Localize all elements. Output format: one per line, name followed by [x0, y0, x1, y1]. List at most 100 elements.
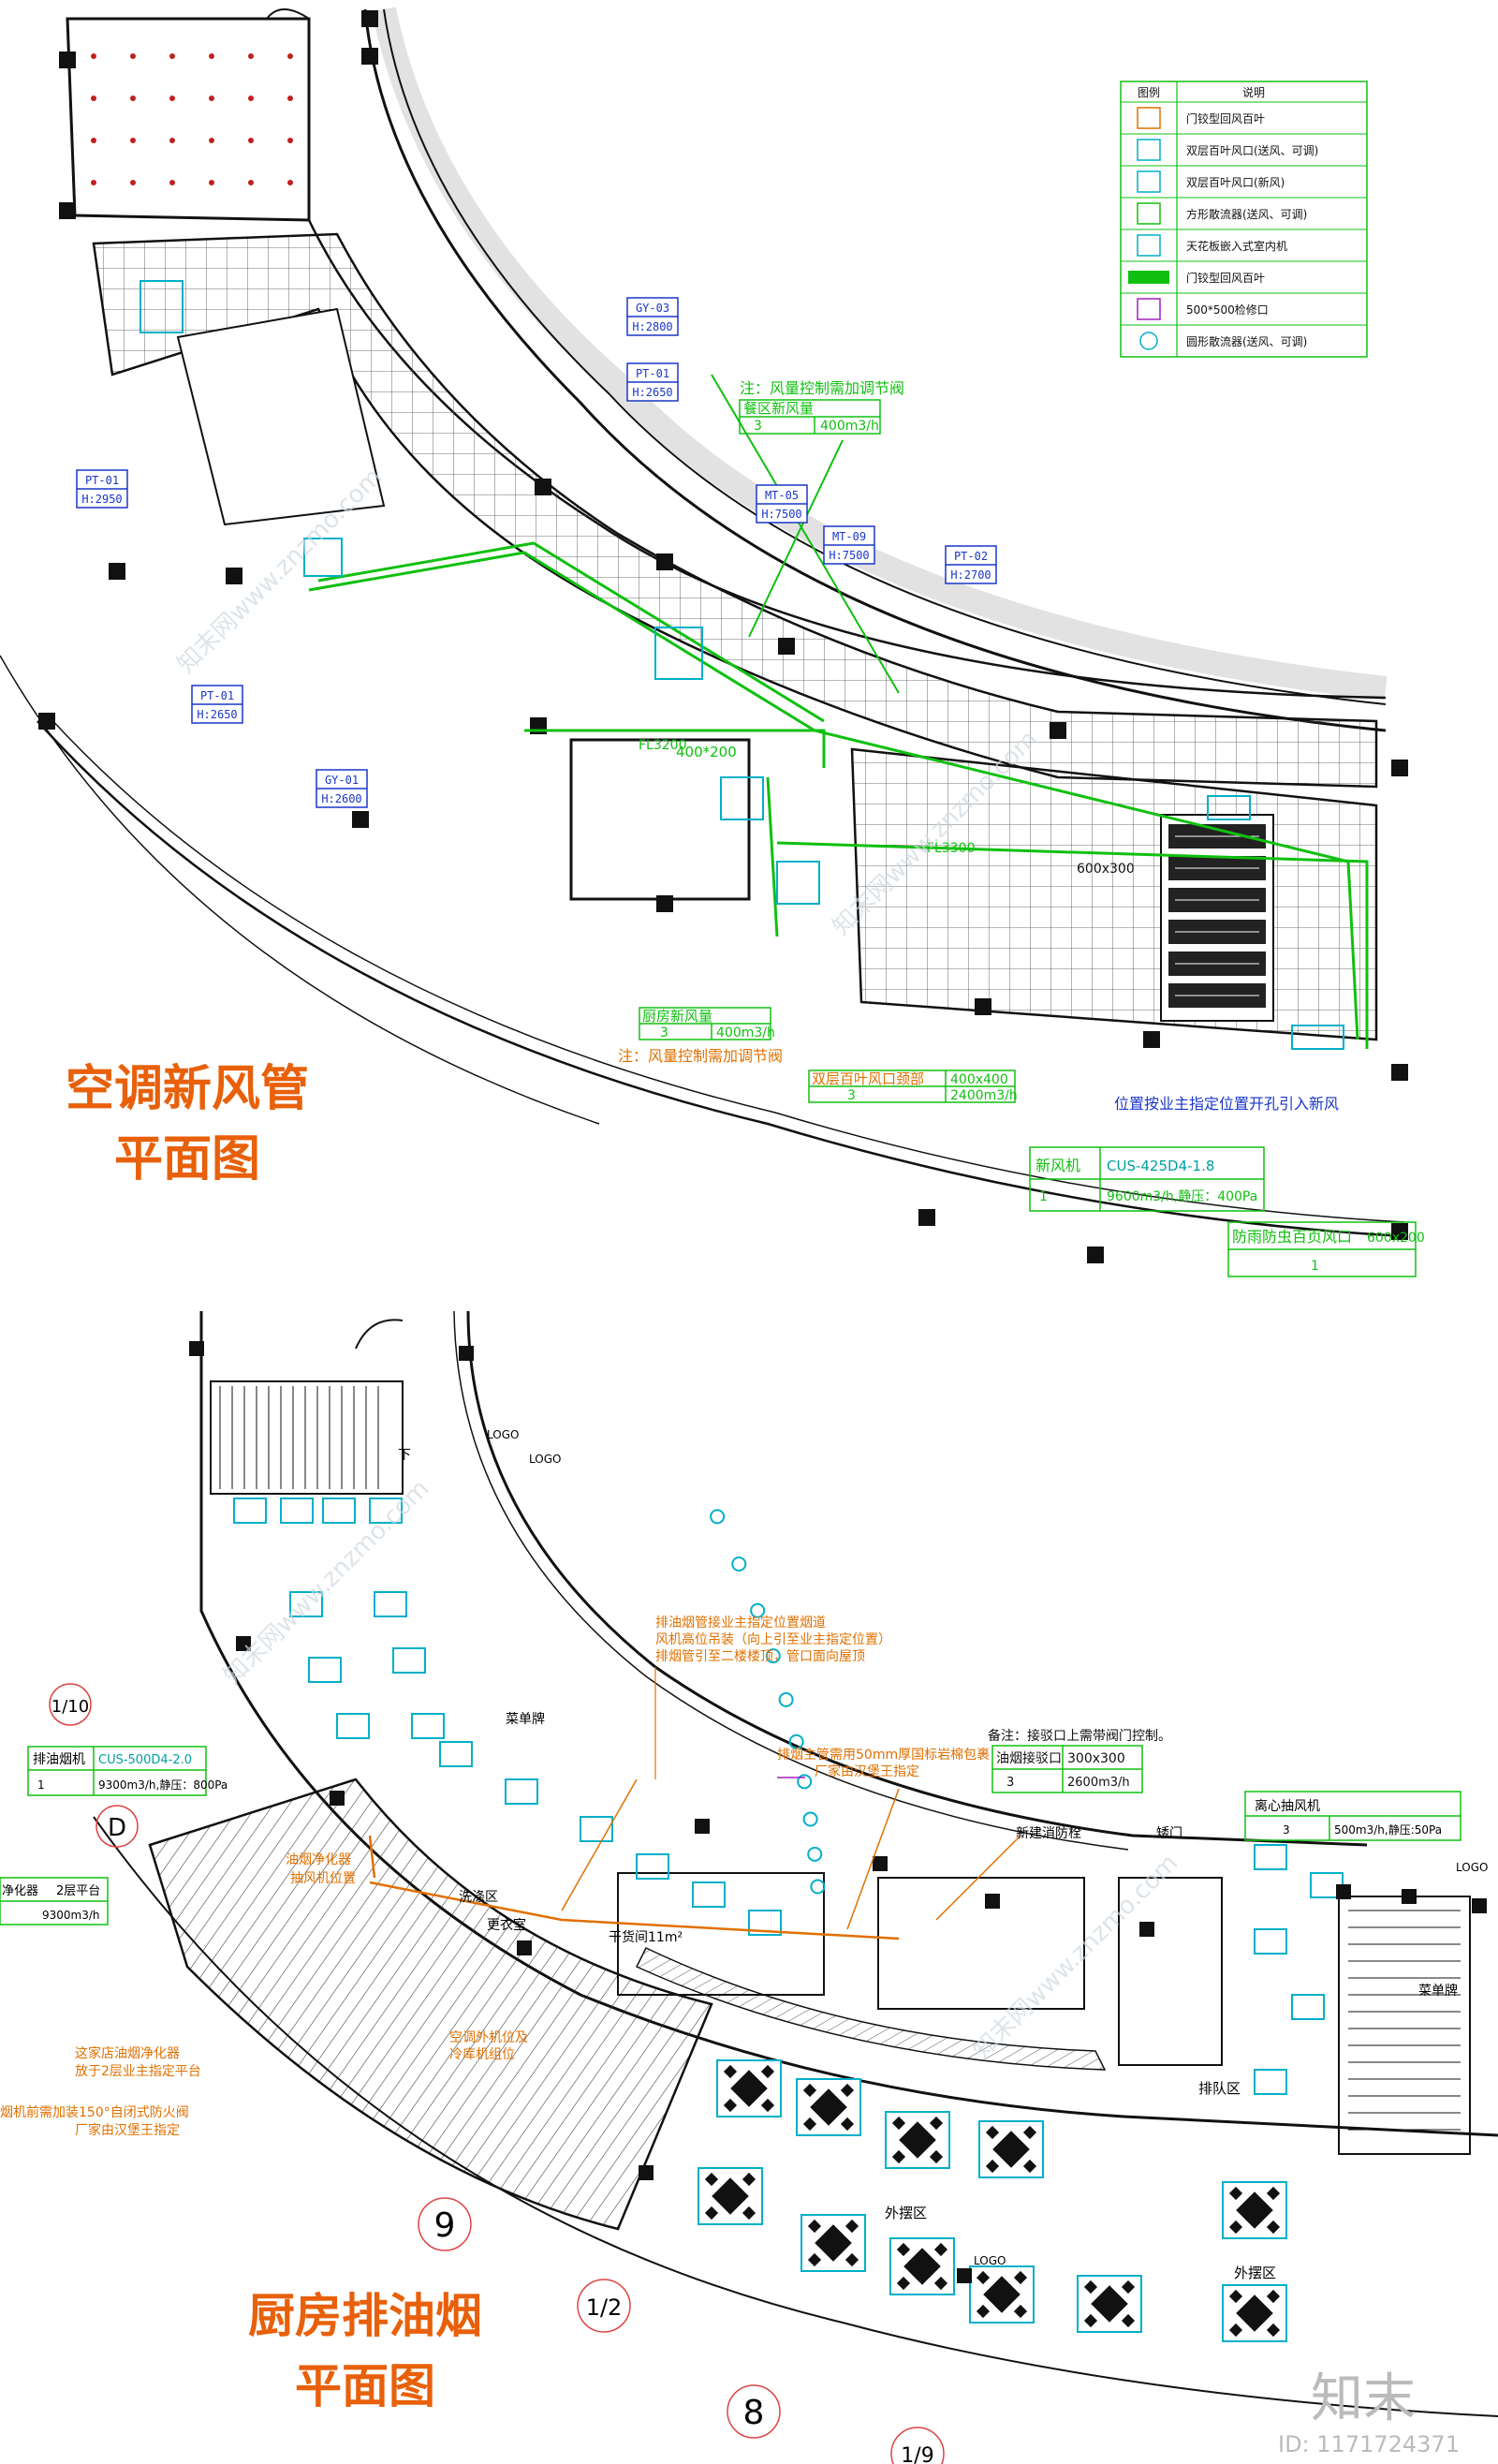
ceiling-tag-code: PT-01	[636, 367, 669, 380]
ceiling-light	[169, 96, 175, 101]
bar-stool	[710, 1509, 726, 1525]
column	[226, 568, 242, 584]
ceiling-light	[287, 96, 293, 101]
dining-table	[692, 1881, 726, 1908]
top-left-room	[66, 17, 311, 222]
grille-neck: 双层百叶风口颈部	[812, 1070, 924, 1087]
new-hydrant: 新建消防栓	[1016, 1826, 1081, 1841]
legend-symbol	[1128, 271, 1169, 284]
ceiling-tag-height: H:7500	[829, 549, 869, 562]
ceiling-light	[130, 96, 136, 101]
top-notes: 注：风量控制需加调节阀 餐区新风量 3 400m3/h 400*200 FL32…	[618, 379, 1425, 1277]
fan-qty: 1	[1039, 1189, 1048, 1204]
room-block-1	[569, 738, 751, 901]
dining-table	[1254, 1844, 1287, 1870]
cf-spec: 500m3/h,静压:50Pa	[1334, 1823, 1442, 1837]
purifier-loc: 2层平台	[56, 1884, 100, 1898]
column	[236, 1636, 251, 1651]
exhaust-fan-spec: 9300m3/h,静压：800Pa	[98, 1778, 228, 1792]
outer-wall-2	[383, 8, 1387, 705]
legend-row-label: 方形散流器(送风、可调)	[1186, 207, 1307, 221]
column	[1391, 760, 1408, 776]
ceiling-tag-code: GY-01	[325, 774, 359, 787]
grid-1-10: 1/10	[51, 1697, 89, 1717]
cold-unit-pos: 冷库机组位	[449, 2047, 515, 2062]
exhaust-duct	[368, 1778, 1021, 1940]
fan-model: CUS-425D4-1.8	[1107, 1158, 1214, 1174]
legend-row-label: 500*500检修口	[1186, 302, 1269, 317]
column	[38, 713, 55, 730]
ceiling-tag-height: H:2950	[81, 493, 122, 506]
ceiling-tag-code: PT-01	[200, 689, 234, 702]
purifier-flow: 9300m3/h	[42, 1909, 100, 1922]
dining-table	[322, 1498, 356, 1524]
top-title-line1: 空调新风管	[66, 1061, 309, 1117]
outdoor-table	[978, 2120, 1044, 2178]
logo-right: LOGO	[1456, 1861, 1488, 1874]
kitchen-qty: 3	[660, 1025, 668, 1040]
outdoor-table-top	[1236, 2191, 1273, 2229]
fan-label: 新风机	[1035, 1157, 1080, 1174]
column	[1391, 1064, 1408, 1081]
outdoor-table-top	[903, 2248, 941, 2285]
outdoor-table	[1077, 2275, 1142, 2333]
dining-table	[505, 1778, 538, 1805]
menu-board-1: 菜单牌	[506, 1711, 545, 1727]
ceiling-tag-height: H:2800	[632, 320, 672, 333]
watermark-id: ID: 1171724371	[1278, 2431, 1460, 2457]
dining-table	[336, 1713, 370, 1739]
note1-text: 注：风量控制需加调节阀	[740, 379, 904, 397]
dining-table	[233, 1498, 267, 1524]
stair-right-box	[1338, 1896, 1471, 2155]
column	[1139, 1922, 1154, 1937]
hood-qty: 3	[1006, 1776, 1014, 1790]
dining-table	[439, 1741, 473, 1767]
dining-table	[280, 1498, 314, 1524]
outdoor-table-top	[810, 2088, 847, 2126]
ceiling-light	[91, 53, 96, 59]
dining-table	[1291, 1994, 1325, 2020]
terrace-hatched	[148, 1778, 713, 2231]
watermark-site-4: 知末网www.znzmo.com	[968, 1849, 1184, 2065]
door-swing	[266, 8, 310, 20]
exhaust-vendor: 厂家由汉堡王指定	[815, 1763, 919, 1779]
fl-1: FL3200	[639, 738, 686, 753]
column	[361, 10, 378, 27]
stair-down-label: 下	[398, 1448, 411, 1463]
facade-band	[372, 7, 1388, 701]
bar-stool	[778, 1691, 794, 1707]
ceiling-light	[169, 53, 175, 59]
purifier-note1: 这家店油烟净化器	[75, 2045, 180, 2061]
logo-bottom: LOGO	[974, 2254, 1006, 2267]
ceiling-light	[209, 53, 214, 59]
legend-row-label: 双层百叶风口(新风)	[1186, 175, 1285, 189]
column	[109, 563, 125, 580]
legend-row-label: 门铰型回风百叶	[1186, 111, 1265, 125]
bar-stool	[750, 1602, 766, 1618]
outdoor-table	[1222, 2181, 1287, 2239]
grid-1-9: 1/9	[901, 2444, 933, 2464]
menu-board-2: 菜单牌	[1418, 1983, 1458, 1999]
ceiling-light	[169, 138, 175, 143]
ceiling-tag-height: H:2650	[632, 386, 672, 399]
outdoor-table-top	[983, 2276, 1021, 2313]
ceiling-tag: MT-09H:7500	[823, 525, 875, 565]
column	[1402, 1889, 1417, 1904]
column	[957, 2268, 972, 2283]
watermark-brand: 知末	[1311, 2368, 1416, 2429]
ceiling-light	[130, 53, 136, 59]
bottom-glazing	[93, 1816, 1498, 2417]
rotated-room	[176, 307, 386, 526]
column	[1472, 1898, 1487, 1913]
legend-col-symbol: 图例	[1138, 86, 1160, 99]
ceiling-tag-code: PT-02	[954, 550, 988, 563]
bottom-plan: 下 LOGO LOGO	[0, 1310, 1498, 2464]
bar-stool	[797, 1774, 813, 1790]
kitchen-flow: 400m3/h	[716, 1025, 775, 1040]
dining-table	[580, 1816, 613, 1842]
ceiling-dots	[91, 53, 293, 185]
ceiling-light	[209, 180, 214, 185]
column	[985, 1894, 1000, 1909]
ceiling-tag: GY-03H:2800	[626, 297, 679, 336]
ceiling-light	[91, 180, 96, 185]
